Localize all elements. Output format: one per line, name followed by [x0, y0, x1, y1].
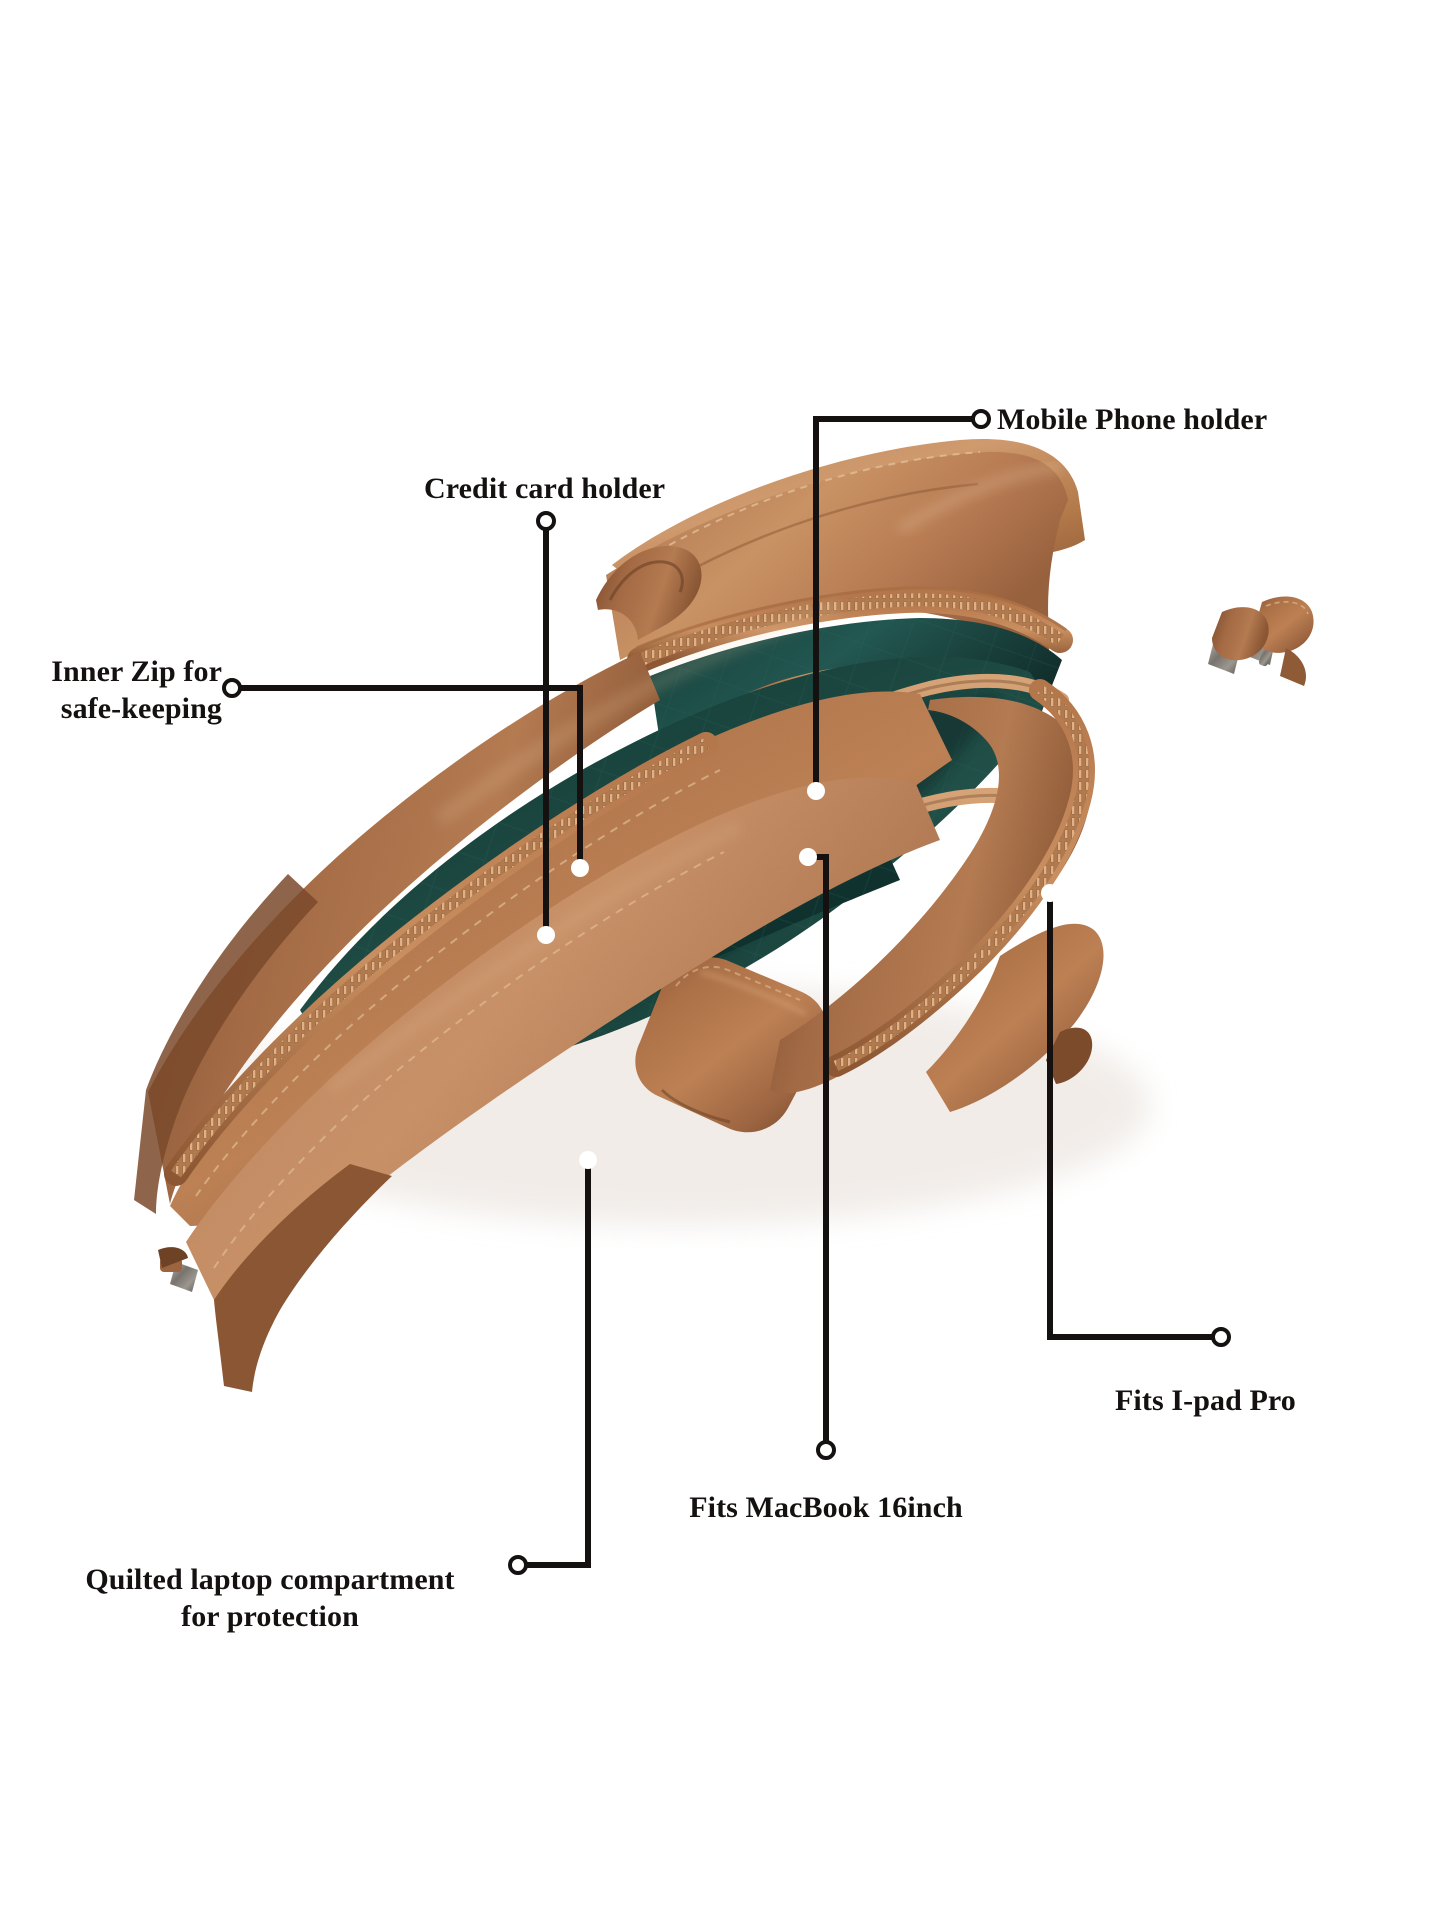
callout-label-fits-macbook: Fits MacBook 16inch	[689, 1491, 963, 1524]
callout-label-mobile-phone-holder: Mobile Phone holder	[997, 403, 1268, 436]
callout-label-fits-ipad-pro: Fits I-pad Pro	[1115, 1384, 1296, 1417]
callout-label-credit-card-holder: Credit card holder	[424, 472, 666, 505]
